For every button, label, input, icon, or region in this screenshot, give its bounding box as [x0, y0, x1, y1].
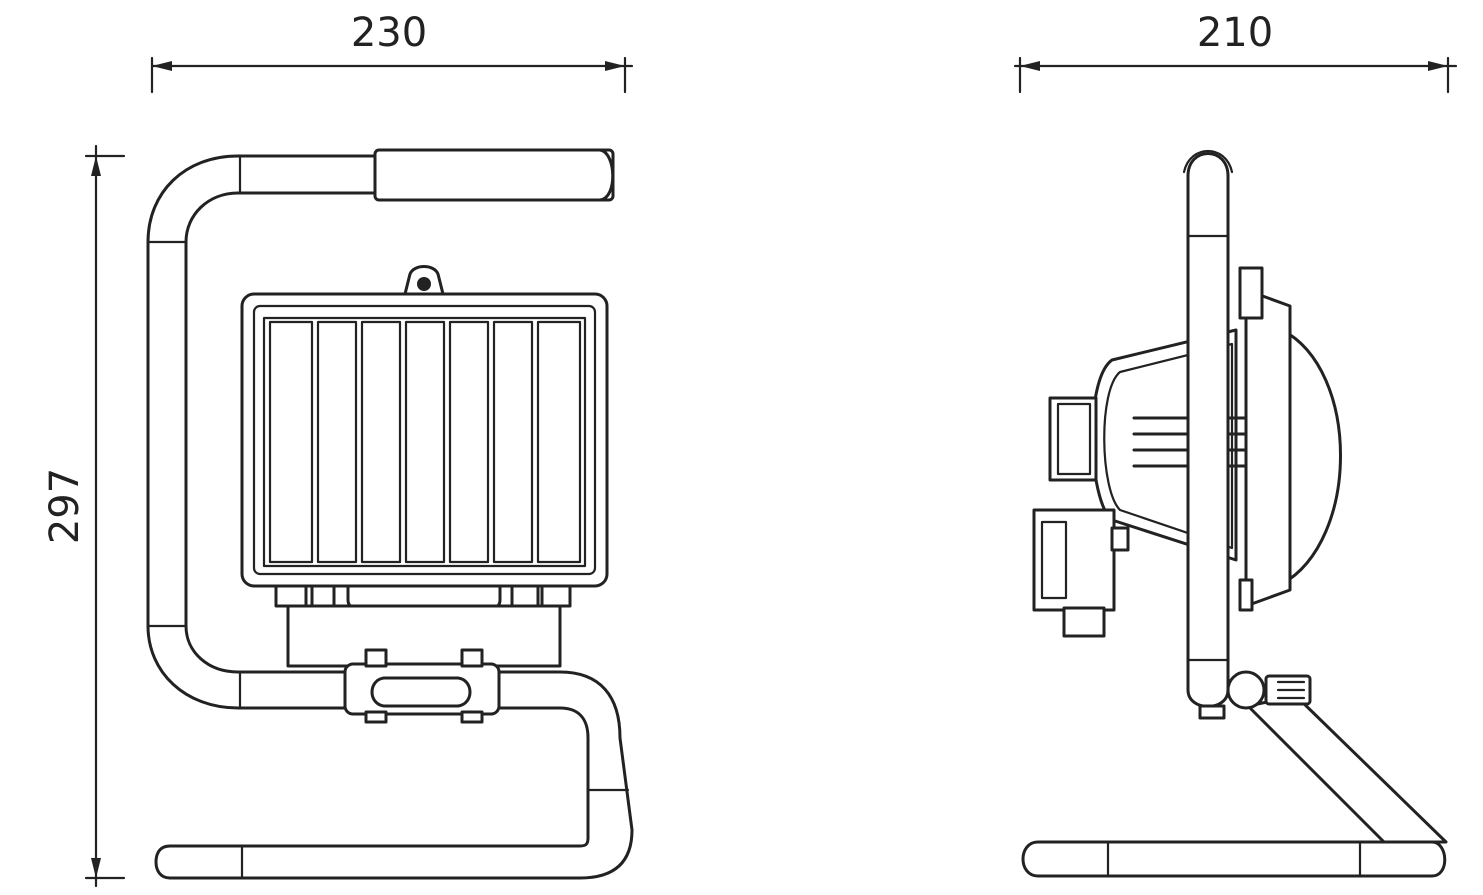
side-front-rim: [1244, 288, 1292, 608]
front-width-label: 230: [351, 10, 427, 56]
height-label: 297: [42, 468, 88, 544]
dimension-side-width: 210: [1013, 10, 1458, 94]
lamp-housing: [240, 292, 609, 588]
side-reflector-dome: [1280, 328, 1342, 586]
dimension-height: 297: [42, 144, 126, 888]
front-grille: [268, 320, 582, 564]
side-cable-gland: [1032, 508, 1116, 612]
bracket-box: [286, 604, 562, 668]
side-support-strut: [1246, 694, 1448, 844]
side-base-tube: [1021, 840, 1447, 878]
frame-tube-inner: [168, 191, 634, 880]
frame-tube-outer: [146, 154, 590, 848]
handle-grip: [373, 148, 615, 202]
front-view: [146, 148, 634, 880]
side-width-label: 210: [1197, 10, 1273, 56]
pivot-knob: [370, 676, 472, 708]
side-view: [1021, 149, 1448, 878]
side-pivot-knob: [1226, 670, 1266, 710]
dimension-front-width: 230: [150, 10, 634, 94]
